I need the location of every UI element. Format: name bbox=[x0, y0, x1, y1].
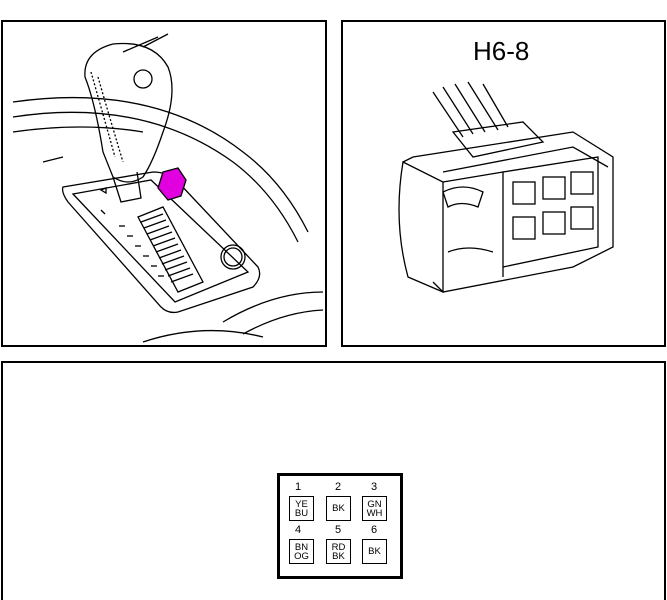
pin-4-color-1: BN bbox=[294, 541, 309, 553]
pin-2: BK bbox=[326, 496, 351, 521]
pin-5-color-2: BK bbox=[332, 550, 345, 562]
connector-face: 1 2 3 YE BU BK GN WH 4 5 6 BN OG RD BK B… bbox=[277, 473, 403, 579]
connector-illustration-panel: H6-8 bbox=[341, 20, 666, 347]
pin-3-color-2: WH bbox=[366, 507, 383, 519]
pin-6-color-1: BK bbox=[368, 546, 381, 557]
gear-shifter-drawing bbox=[12, 33, 324, 343]
pin-3-number: 3 bbox=[370, 481, 378, 493]
pin-1-color-1: YE bbox=[295, 498, 308, 510]
pin-1: YE BU bbox=[289, 496, 314, 521]
pin-5-color-1: RD bbox=[331, 541, 346, 553]
pin-1-number: 1 bbox=[294, 481, 302, 493]
pin-5: RD BK bbox=[326, 539, 351, 564]
pin-4: BN OG bbox=[289, 539, 314, 564]
connector-drawing bbox=[398, 81, 614, 293]
pin-6: BK bbox=[362, 539, 387, 564]
pin-2-number: 2 bbox=[334, 481, 342, 493]
pin-4-number: 4 bbox=[294, 524, 302, 536]
pin-5-number: 5 bbox=[334, 524, 342, 536]
pin-2-color-1: BK bbox=[332, 503, 345, 514]
shifter-illustration-panel bbox=[1, 20, 327, 347]
connector-label: H6-8 bbox=[473, 36, 530, 66]
pin-4-color-2: OG bbox=[294, 550, 309, 562]
pin-6-number: 6 bbox=[370, 524, 378, 536]
pin-1-color-2: BU bbox=[294, 507, 309, 519]
pinout-panel: 1 2 3 YE BU BK GN WH 4 5 6 BN OG RD BK B… bbox=[1, 361, 666, 600]
highlighted-component bbox=[157, 167, 187, 201]
pin-3-color-1: GN bbox=[367, 498, 382, 510]
pin-3: GN WH bbox=[362, 496, 387, 521]
